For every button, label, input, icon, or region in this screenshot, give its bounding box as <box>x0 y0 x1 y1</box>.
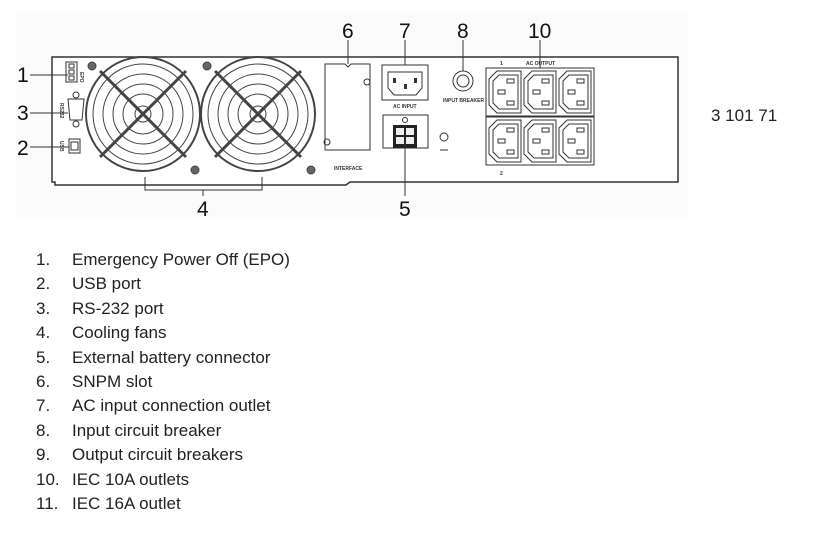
snpm-slot: INTERFACE <box>323 63 371 172</box>
svg-text:AC INPUT: AC INPUT <box>393 104 417 110</box>
svg-text:INPUT BREAKER: INPUT BREAKER <box>443 98 485 104</box>
epo-connector: EPO <box>65 61 84 83</box>
svg-text:2: 2 <box>500 171 503 177</box>
legend-item: 7.AC input connection outlet <box>36 396 271 416</box>
svg-text:INTERFACE: INTERFACE <box>334 166 363 172</box>
legend-item: 6.SNPM slot <box>36 372 153 392</box>
legend-item: 9.Output circuit breakers <box>36 445 244 465</box>
iec-outlet <box>523 119 557 163</box>
legend-item: 11.IEC 16A outlet <box>36 494 181 514</box>
callout-10: 10 <box>528 20 551 43</box>
svg-text:EPO: EPO <box>78 72 84 83</box>
legend-item: 3.RS-232 port <box>36 298 164 318</box>
legend-item: 8.Input circuit breaker <box>36 420 222 440</box>
svg-text:USB: USB <box>58 141 64 152</box>
callout-4: 4 <box>197 198 209 221</box>
callout-3: 3 <box>17 102 29 125</box>
component-legend: 1.Emergency Power Off (EPO) 2.USB port 3… <box>36 248 290 516</box>
svg-text:RS232: RS232 <box>58 103 64 119</box>
ac-input-outlet: AC INPUT <box>381 64 429 110</box>
iec-outlet <box>558 119 592 163</box>
legend-item: 5.External battery connector <box>36 347 271 367</box>
legend-item: 2.USB port <box>36 274 141 294</box>
svg-text:AC OUTPUT: AC OUTPUT <box>526 61 555 67</box>
callout-1: 1 <box>17 64 29 87</box>
iec-outlet <box>488 119 522 163</box>
legend-item: 4.Cooling fans <box>36 323 167 343</box>
ups-rear-panel-diagram: EPO RS232 USB INTERFACE AC INPUT <box>16 12 688 221</box>
cooling-fan <box>85 56 201 175</box>
callout-lines <box>30 40 541 196</box>
iec-outlet <box>523 70 557 114</box>
iec-outlet <box>488 70 522 114</box>
callout-7: 7 <box>399 20 411 43</box>
figure-code: 3 101 71 <box>711 106 778 125</box>
external-battery-connector <box>382 114 449 151</box>
rs232-port: RS232 <box>58 91 85 128</box>
iec-outlet <box>558 70 592 114</box>
legend-item: 1.Emergency Power Off (EPO) <box>36 250 290 269</box>
callout-6: 6 <box>342 20 354 43</box>
cooling-fan <box>200 56 316 175</box>
callout-5: 5 <box>399 198 411 221</box>
svg-text:1: 1 <box>500 61 503 67</box>
callout-2: 2 <box>17 137 29 160</box>
usb-port: USB <box>58 138 81 154</box>
callout-8: 8 <box>457 20 469 43</box>
legend-item: 10.IEC 10A outlets <box>36 469 190 489</box>
